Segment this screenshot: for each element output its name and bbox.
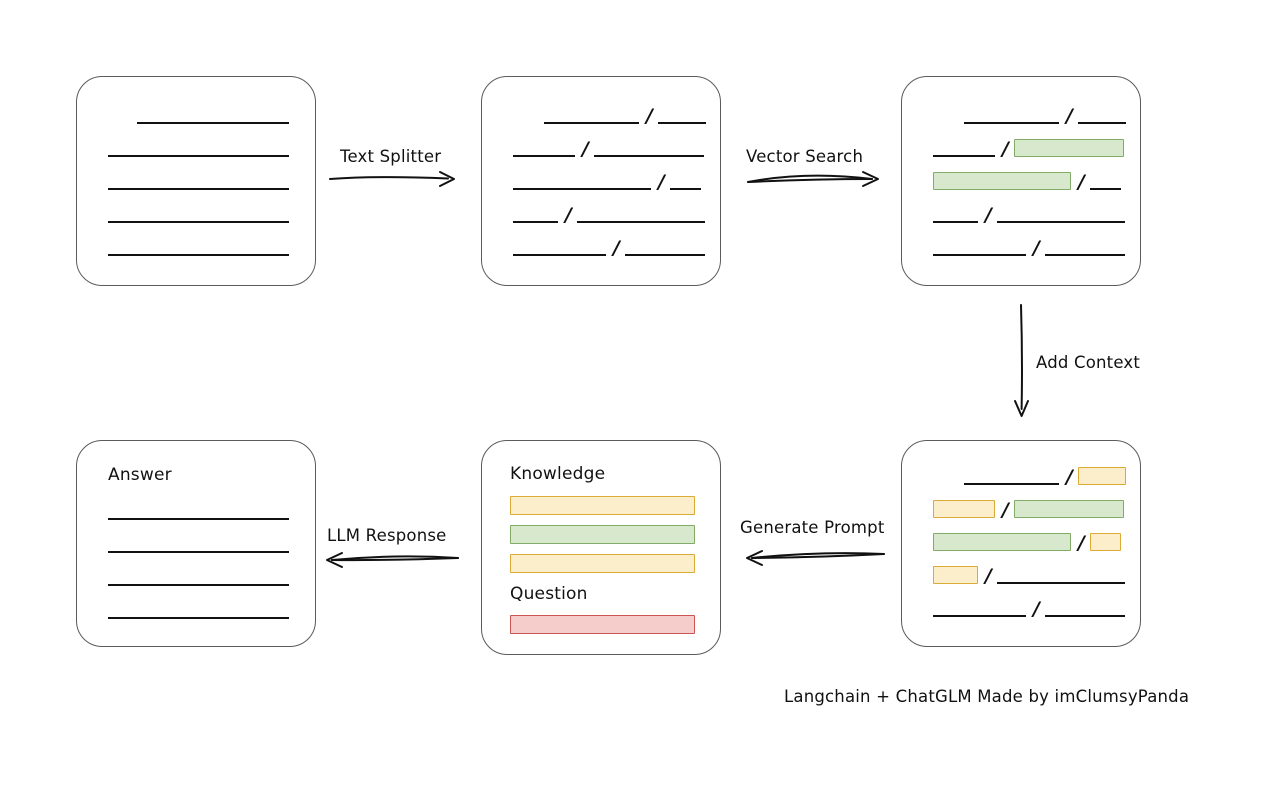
chunk-separator-slash: /: [1002, 138, 1009, 160]
chunk-separator-slash: /: [658, 171, 665, 193]
text-line-segment: [933, 615, 1026, 617]
text-line-segment: [964, 483, 1059, 485]
text-line-segment: [1045, 615, 1125, 617]
chunk-separator-slash: /: [582, 138, 589, 160]
box-source-document[interactable]: [76, 76, 316, 286]
chunk-separator-slash: /: [1066, 105, 1073, 127]
text-line-segment: [137, 122, 289, 124]
green-prompt-bar: [510, 525, 695, 544]
text-line-segment: [997, 221, 1125, 223]
yellow-prompt-bar: [510, 496, 695, 515]
chunk-separator-slash: /: [1066, 466, 1073, 488]
arrow-label-add-context: Add Context: [1036, 353, 1141, 372]
yellow-highlight-chip: [933, 566, 978, 584]
green-highlight-chip: [1014, 139, 1124, 157]
text-line-segment: [625, 254, 705, 256]
text-line-segment: [513, 155, 575, 157]
arrow-label-vector-search: Vector Search: [746, 147, 864, 166]
box-vector-hits[interactable]: / / / / /: [901, 76, 1141, 286]
text-line-segment: [658, 122, 706, 124]
text-line-segment: [933, 155, 995, 157]
text-line-segment: [997, 582, 1125, 584]
text-line-segment: [108, 518, 289, 520]
arrow-vector-search: [747, 171, 879, 187]
answer-heading: Answer: [108, 465, 172, 485]
yellow-highlight-chip: [1090, 533, 1121, 551]
text-line-segment: [108, 188, 289, 190]
text-line-segment: [1045, 254, 1125, 256]
yellow-highlight-chip: [933, 500, 995, 518]
chunk-separator-slash: /: [1002, 499, 1009, 521]
arrow-llm-response: [326, 552, 459, 568]
text-line-segment: [108, 155, 289, 157]
text-line-segment: [577, 221, 705, 223]
arrow-generate-prompt: [746, 550, 885, 566]
box-split-chunks[interactable]: / / / / /: [481, 76, 721, 286]
text-line-segment: [964, 122, 1059, 124]
text-line-segment: [513, 221, 558, 223]
text-line-segment: [933, 221, 978, 223]
text-line-segment: [594, 155, 704, 157]
prompt-question-heading: Question: [510, 584, 588, 604]
text-line-segment: [108, 617, 289, 619]
chunk-separator-slash: /: [613, 237, 620, 259]
green-highlight-chip: [933, 172, 1071, 190]
arrow-add-context: [1014, 304, 1029, 417]
box-generated-prompt[interactable]: Knowledge Question: [481, 440, 721, 655]
text-line-segment: [933, 254, 1026, 256]
box-answer[interactable]: Answer: [76, 440, 316, 647]
arrow-label-llm-response: LLM Response: [327, 526, 447, 545]
red-prompt-bar: [510, 615, 695, 634]
prompt-knowledge-heading: Knowledge: [510, 464, 606, 484]
text-line-segment: [544, 122, 639, 124]
yellow-prompt-bar: [510, 554, 695, 573]
text-line-segment: [513, 254, 606, 256]
text-line-segment: [1078, 122, 1126, 124]
text-line-segment: [1090, 188, 1121, 190]
arrow-label-generate-prompt: Generate Prompt: [740, 518, 885, 537]
chunk-separator-slash: /: [646, 105, 653, 127]
text-line-segment: [108, 254, 289, 256]
green-highlight-chip: [933, 533, 1071, 551]
text-line-segment: [108, 221, 289, 223]
chunk-separator-slash: /: [1033, 598, 1040, 620]
chunk-separator-slash: /: [1078, 171, 1085, 193]
chunk-separator-slash: /: [985, 204, 992, 226]
chunk-separator-slash: /: [1078, 532, 1085, 554]
chunk-separator-slash: /: [565, 204, 572, 226]
green-highlight-chip: [1014, 500, 1124, 518]
credit-text: Langchain + ChatGLM Made by imClumsyPand…: [784, 687, 1190, 706]
box-context-added[interactable]: / / / / /: [901, 440, 1141, 647]
chunk-separator-slash: /: [1033, 237, 1040, 259]
arrow-text-splitter: [329, 171, 455, 187]
text-line-segment: [108, 584, 289, 586]
yellow-highlight-chip: [1078, 467, 1126, 485]
text-line-segment: [108, 551, 289, 553]
text-line-segment: [670, 188, 701, 190]
arrow-label-text-splitter: Text Splitter: [340, 147, 442, 166]
chunk-separator-slash: /: [985, 565, 992, 587]
text-line-segment: [513, 188, 651, 190]
